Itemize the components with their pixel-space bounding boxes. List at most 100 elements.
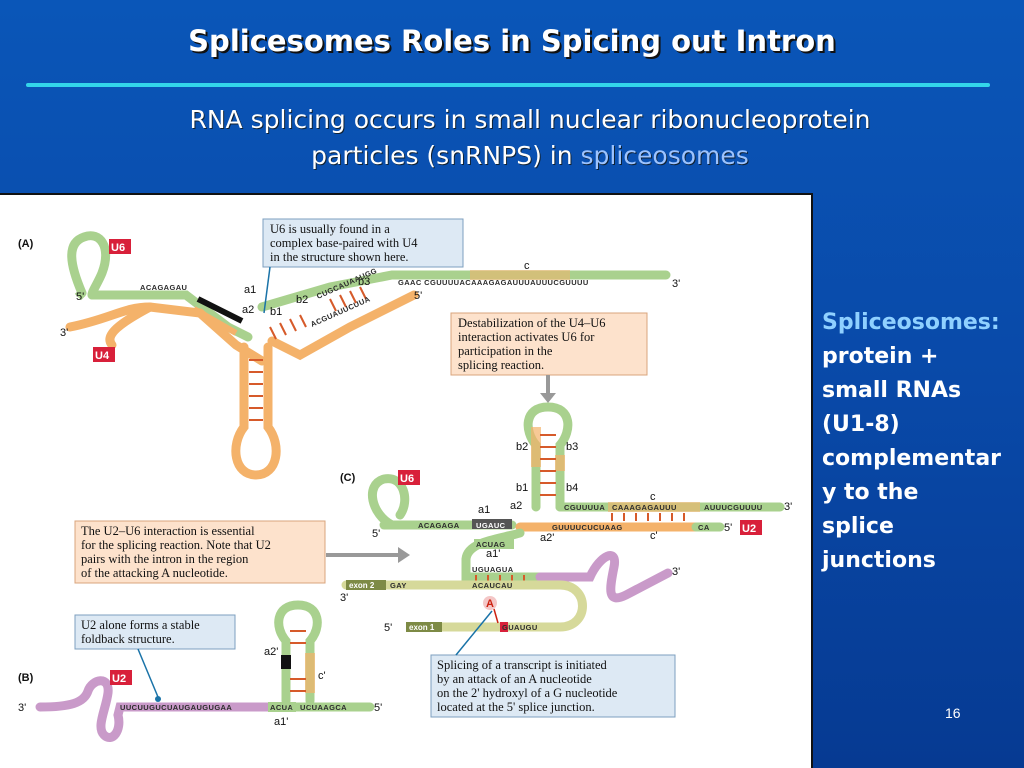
- u6-stem-ticks-c: [540, 434, 556, 496]
- side-line-2: small RNAs: [822, 378, 962, 403]
- u2-tag-b: U2: [112, 673, 126, 685]
- destab-line-3: participation in the: [458, 344, 553, 358]
- seq-b: UUCUUGUCUAUGAUGUGAA: [120, 703, 232, 712]
- seq-c-gay: GAY: [390, 581, 407, 590]
- side-description: Spliceosomes: protein + small RNAs (U1-8…: [822, 306, 1018, 578]
- u4-strand-a-left: [65, 302, 267, 366]
- label-b3-c: b3: [566, 441, 578, 453]
- seq-c-acuag: ACUAG: [476, 540, 506, 549]
- basepair-ticks-a: [269, 286, 367, 340]
- u2-alone-pointer-dot: [155, 696, 161, 702]
- label-b1-c: b1: [516, 482, 528, 494]
- label-b3: b3: [358, 276, 370, 288]
- splicing-line-3: on the 2' hydroxyl of a G nucleotide: [437, 686, 618, 700]
- u2-stemloop-b: [274, 600, 322, 706]
- u2u6-arrow-head: [398, 547, 410, 563]
- seq-b-ucuaagca: UCUAAGCA: [300, 703, 347, 712]
- subtitle-line-1: RNA splicing occurs in small nuclear rib…: [189, 105, 871, 134]
- u6-note-line-1: U6 is usually found in a: [270, 222, 390, 236]
- destab-arrow-head: [540, 393, 556, 403]
- acua-block: [268, 702, 296, 712]
- u2u6-callout: [74, 520, 326, 584]
- u2-stem-ticks-b: [290, 630, 306, 692]
- side-line-7: junctions: [822, 548, 936, 573]
- subtitle-line-2-text: particles (snRNPS) in: [311, 141, 581, 170]
- u2u6-line-1: The U2–U6 interaction is essential: [81, 524, 255, 538]
- label-5p-b: 5': [374, 702, 382, 714]
- splicing-line-4: located at the 5' splice junction.: [437, 700, 595, 714]
- seq-a-top: ACAGAGAU: [140, 283, 187, 292]
- u6-orange-region: [470, 270, 570, 280]
- label-a1p-b: a1': [274, 716, 288, 728]
- u4-tag-box: [93, 347, 115, 362]
- u2-tag-b-box: [110, 670, 132, 685]
- side-line-6: splice: [822, 514, 894, 539]
- central-stem-ticks: [249, 359, 263, 421]
- u2u6-line-4: of the attacking A nucleotide.: [81, 566, 228, 580]
- label-5p-c: 5': [372, 528, 380, 540]
- label-b2: b2: [296, 294, 308, 306]
- label-a2: a2: [242, 304, 254, 316]
- u4-central-stem: [231, 342, 281, 480]
- splicing-line-2: by an attack of an A nucleotide: [437, 672, 592, 686]
- u2-alone-pointer: [137, 648, 159, 698]
- seq-a-long: GAAC CGUUUUACAAAGAGAUUUAUUUCGUUUU: [398, 278, 589, 287]
- seq-c-uguagua: UGUAGUA: [472, 565, 514, 574]
- u2-tag-c-box: [740, 520, 762, 535]
- u2-alone-callout: [74, 614, 236, 650]
- label-3p-c-mid: 3': [672, 566, 680, 578]
- u6-stemloop-c: [523, 402, 573, 512]
- u2-alone-line-2: foldback structure.: [81, 632, 175, 646]
- exon1-box: [406, 622, 442, 632]
- side-line-4: complementar: [822, 446, 1002, 471]
- u4-strand-a-right: [267, 290, 419, 361]
- slide-title: Splicesomes Roles in Spicing out Intron: [188, 24, 836, 58]
- label-3p-c-left: 3': [340, 592, 348, 604]
- label-a2p-b: a2': [264, 646, 278, 658]
- destabilization-callout: [450, 312, 648, 376]
- u6-tag-c-box: [398, 470, 420, 485]
- u6-tag-c: U6: [400, 473, 414, 485]
- label-3p-b: 3': [18, 702, 26, 714]
- acuag-block: [474, 539, 514, 549]
- label-b2-c: b2: [516, 441, 528, 453]
- c-pair-ticks: [611, 513, 685, 521]
- c-black-block: [472, 519, 512, 529]
- side-line-5: y to the: [822, 480, 919, 505]
- seq-b-acua: ACUA: [270, 703, 293, 712]
- label-a1-c: a1: [478, 504, 490, 516]
- u6-tag-a: U6: [111, 242, 125, 254]
- u2-tag-c: U2: [742, 523, 756, 535]
- u6-note-pointer: [263, 266, 271, 314]
- u2u6-line-2: for the splicing reaction. Note that U2: [81, 538, 271, 552]
- side-line-1: protein +: [822, 344, 939, 369]
- destab-line-2: interaction activates U6 for: [458, 330, 595, 344]
- u6-loop-c: [368, 474, 410, 530]
- subtitle-highlight: spliceosomes: [580, 141, 749, 170]
- u6-note-line-2: complex base-paired with U4: [270, 236, 418, 250]
- u6-note-line-3: in the structure shown here.: [270, 250, 409, 264]
- exon2-label: exon 2: [349, 581, 375, 590]
- seq-c-ca: CA: [698, 523, 710, 532]
- label-5p-c-right: 5': [724, 522, 732, 534]
- u2u6-line-3: pairs with the intron in the region: [81, 552, 249, 566]
- label-c-c: c: [650, 491, 656, 503]
- splicing-line-1: Splicing of a transcript is initiated: [437, 658, 608, 672]
- label-b4-c: b4: [566, 482, 578, 494]
- side-heading: Spliceosomes:: [822, 310, 1000, 335]
- u6-note-callout: [262, 218, 464, 268]
- u6-tag-a-box: [109, 239, 131, 254]
- a1-helix: [192, 296, 244, 336]
- u6-end-a: [74, 289, 86, 301]
- b2-region-left: [531, 427, 541, 467]
- u2-stem-black-b: [281, 655, 291, 669]
- spliceosome-figure: (A) U6 ACAGAGAU 5' a1 GAAC CGUUUUACAAAGA…: [0, 193, 813, 768]
- seq-c-right-top: CGUUUUA: [564, 503, 605, 512]
- seq-c-guaugu: GUAUGU: [502, 623, 538, 632]
- splicing-pointer: [455, 610, 493, 656]
- branch-a: A: [486, 598, 494, 610]
- label-5p-a-u4: 5': [414, 290, 422, 302]
- title-divider: [26, 83, 990, 87]
- u4-tag: U4: [95, 350, 110, 362]
- label-a2-c: a2: [510, 500, 522, 512]
